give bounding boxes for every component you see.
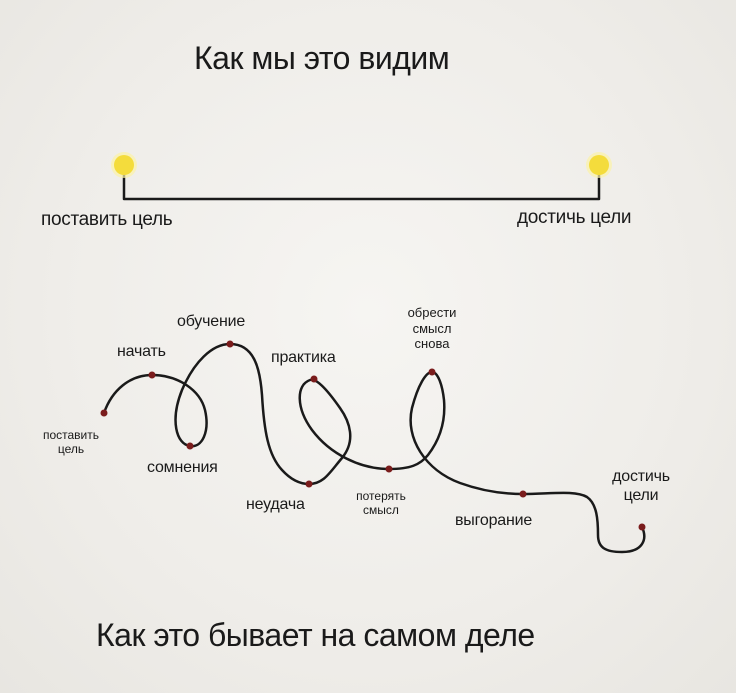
start-bulb	[114, 155, 134, 175]
label-start: начать	[117, 343, 166, 360]
dot-doubts	[186, 442, 194, 450]
label-lose-meaning: потерять смысл	[345, 489, 417, 518]
label-reach-goal: достичь цели	[600, 467, 682, 505]
dot-lose-meaning	[385, 465, 393, 473]
label-reach-goal-line2: цели	[623, 487, 659, 505]
dot-reach-goal	[638, 523, 646, 531]
label-set-goal-line2: цель	[57, 442, 85, 457]
dot-start	[148, 371, 156, 379]
milestone-dots	[100, 340, 646, 531]
label-find-meaning-line1: обрести	[407, 305, 457, 320]
label-failure: неудача	[246, 496, 305, 513]
label-practice: практика	[271, 349, 336, 366]
top-title: Как мы это видим	[194, 40, 450, 76]
label-burnout: выгорание	[455, 512, 533, 529]
dot-burnout	[519, 490, 527, 498]
label-set-goal-line1: поставить	[42, 428, 100, 442]
label-reach-goal-line1: достичь	[612, 468, 670, 485]
reality-path	[102, 342, 646, 554]
label-find-meaning-line2: смысл	[412, 320, 452, 336]
label-find-meaning-line3: снова	[414, 336, 450, 352]
label-doubts: сомнения	[147, 459, 218, 476]
end-bulb	[589, 155, 609, 175]
ideal-start-label: поставить цель	[41, 209, 173, 230]
ideal-line	[122, 172, 601, 201]
dot-find-meaning	[428, 368, 436, 376]
label-lose-meaning-line2: смысл	[363, 503, 399, 518]
ideal-path	[111, 152, 612, 201]
dot-set-goal	[100, 409, 108, 417]
label-find-meaning: обрести смысл снова	[396, 305, 468, 352]
bottom-title: Как это бывает на самом деле	[96, 617, 535, 653]
ideal-end-label: достичь цели	[517, 207, 632, 228]
label-set-goal: поставить цель	[36, 428, 106, 457]
dot-learning	[226, 340, 234, 348]
dot-practice	[310, 375, 318, 383]
label-lose-meaning-line1: потерять	[356, 489, 406, 503]
label-learning: обучение	[177, 313, 246, 330]
dot-failure	[305, 480, 313, 488]
